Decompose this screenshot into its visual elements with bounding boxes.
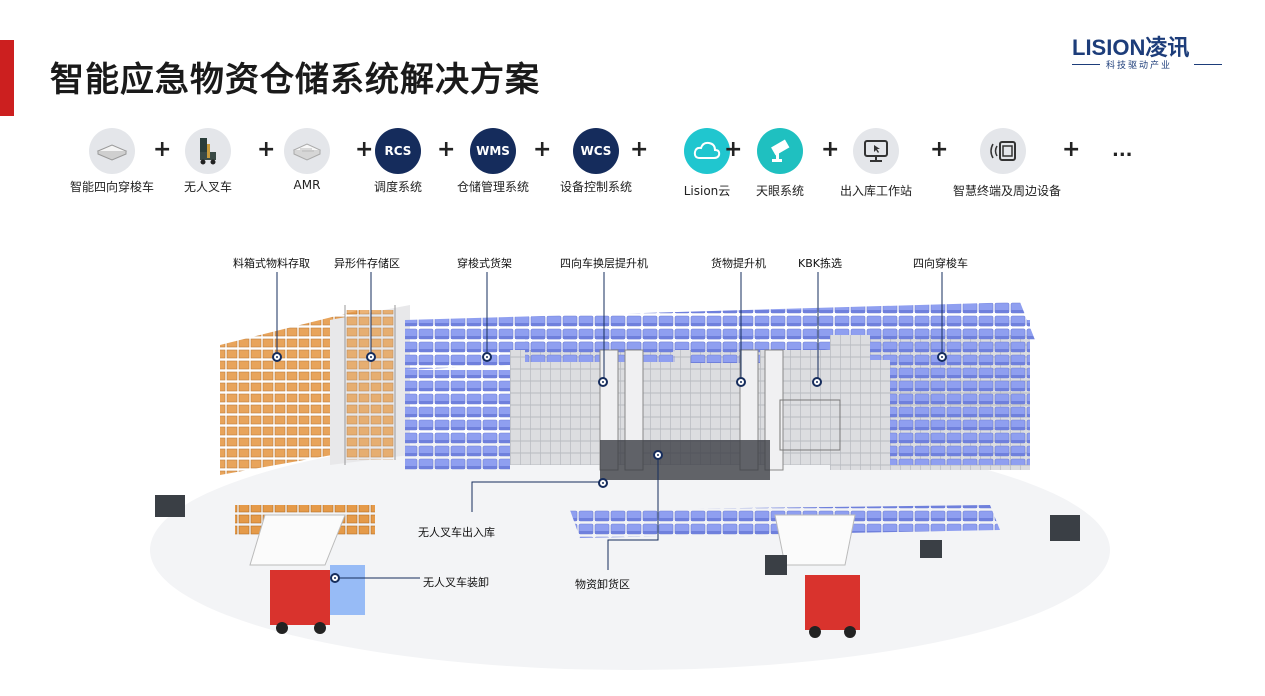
plus-sign: + [533,137,552,162]
callout-dot [653,450,663,460]
tool-label: 设备控制系统 [559,180,632,194]
callout-layer-lift: 四向车换层提升机 [560,257,648,270]
plus-sign: + [437,137,456,162]
cloud-icon [684,128,730,174]
tool-amr: AMR [252,128,362,200]
wms-badge: WMS [470,128,516,174]
callout-shuttle-rack: 穿梭式货架 [457,257,512,270]
camera-icon [757,128,803,174]
callout-kbk-picking: KBK拣选 [798,257,842,270]
plus-sign: + [257,137,276,162]
callout-dot [330,573,340,583]
shuttle-car-icon [89,128,135,174]
logo-text: LISION凌讯 [1072,35,1190,60]
plus-sign: + [724,137,743,162]
more-ellipsis: ... [1112,140,1133,161]
logo-divider-left [1072,64,1100,65]
callout-material-box: 料箱式物料存取 [233,257,310,270]
conveyor-line [570,440,1000,538]
tool-label: 天眼系统 [755,184,804,198]
warehouse-illustration [150,272,1110,670]
plus-sign: + [930,137,949,162]
tool-camera: 天眼系统 [725,128,835,200]
amr-robot-icon [284,128,330,174]
tool-label: AMR [293,178,321,192]
forklift-icon [185,128,231,174]
logo-subtitle: 科技驱动产业 [1106,61,1173,71]
rcs-badge: RCS [375,128,421,174]
brand-logo: LISION凌讯 科技驱动产业 [1072,30,1222,72]
plus-sign: + [355,137,374,162]
tool-wcs: WCS 设备控制系统 [541,128,651,200]
callout-forklift-inout: 无人叉车出入库 [418,526,495,539]
tool-label: 智慧终端及周边设备 [953,184,1062,198]
tool-label: Lision云 [683,184,731,198]
tool-terminal: 智慧终端及周边设备 [953,128,1062,200]
plus-sign: + [153,137,172,162]
tool-workstation: 出入库工作站 [821,128,931,200]
loading-dock-right [774,514,860,638]
title-accent-bar [0,40,14,116]
tool-rcs: RCS 调度系统 [343,128,453,200]
wcs-badge: WCS [573,128,619,174]
nfc-terminal-icon [980,128,1026,174]
tool-cloud: Lision云 [652,128,762,200]
loading-dock-left [249,514,365,634]
callout-dot [272,352,282,362]
plus-sign: + [821,137,840,162]
tool-label: 智能四向穿梭车 [69,180,154,194]
callout-dot [598,377,608,387]
page-title: 智能应急物资仓储系统解决方案 [50,60,540,100]
callout-dot [812,377,822,387]
tool-forklift: 无人叉车 [153,128,263,200]
tool-shuttle-car: 智能四向穿梭车 [57,128,167,200]
callout-cargo-lift: 货物提升机 [711,257,766,270]
callout-four-way-shuttle: 四向穿梭车 [913,257,968,270]
tool-label: 出入库工作站 [839,184,912,198]
callout-dot [736,377,746,387]
tool-label: 无人叉车 [183,180,232,194]
tool-wms: WMS 仓储管理系统 [438,128,548,200]
callout-dot [366,352,376,362]
callout-dot [598,478,608,488]
material-box-area [220,305,410,475]
callout-unloading-area: 物资卸货区 [575,578,630,591]
tool-label: 调度系统 [373,180,422,194]
callout-dot [482,352,492,362]
plus-sign: + [630,137,649,162]
callout-forklift-loading: 无人叉车装卸 [423,576,489,589]
callout-dot [937,352,947,362]
logo-divider-right [1194,64,1222,65]
plus-sign: + [1062,137,1081,162]
callout-irregular-storage: 异形件存储区 [334,257,400,270]
tool-label: 仓储管理系统 [456,180,529,194]
workstation-icon [853,128,899,174]
